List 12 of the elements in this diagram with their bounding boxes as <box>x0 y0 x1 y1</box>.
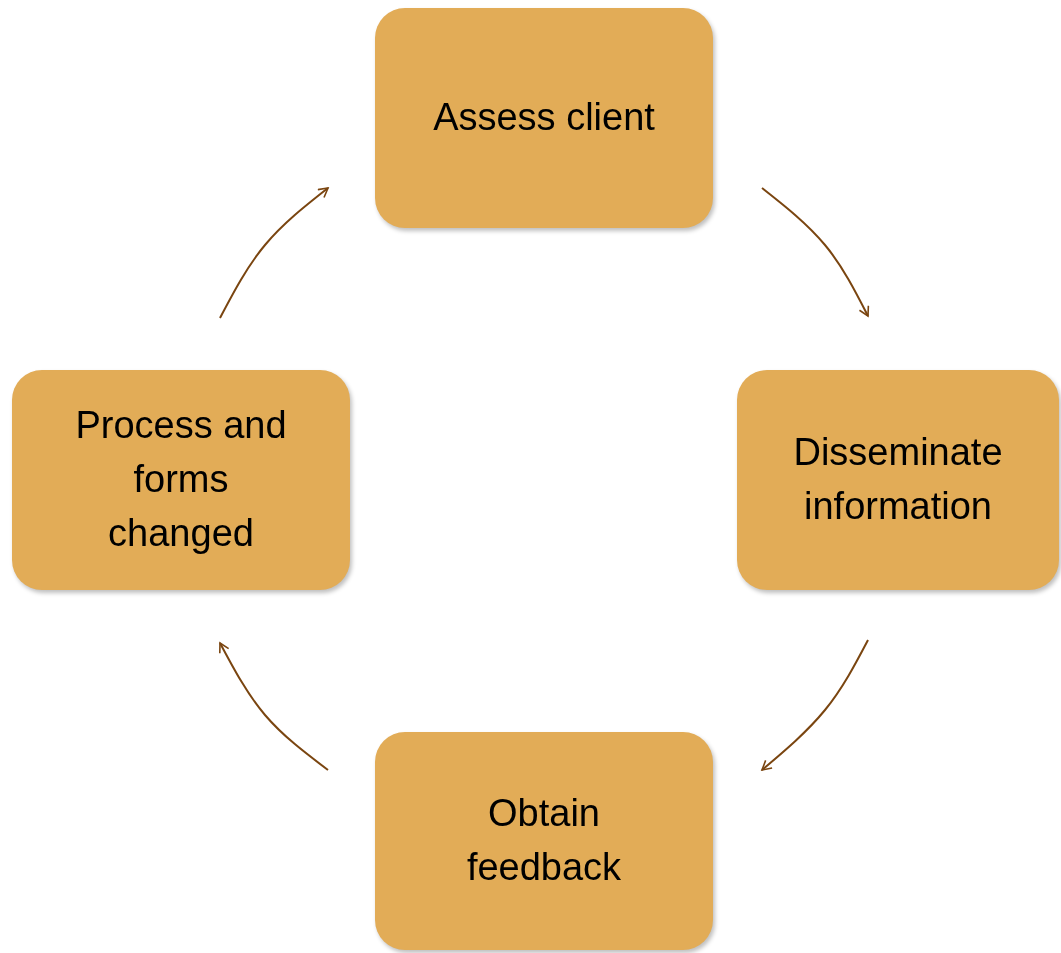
process-box <box>375 8 713 228</box>
box-label: Disseminate information <box>792 430 1004 529</box>
curved-arrow <box>219 642 329 771</box>
box-label: Obtain feedback <box>465 791 623 890</box>
curved-arrow <box>219 187 329 319</box>
curved-arrow <box>761 639 869 771</box>
process-box <box>375 732 713 950</box>
process-box <box>737 370 1059 590</box>
box-label: Assess client <box>433 95 655 140</box>
process-box <box>12 370 350 590</box>
box-label: Process and forms changed <box>74 403 288 556</box>
curved-arrow <box>761 187 870 317</box>
